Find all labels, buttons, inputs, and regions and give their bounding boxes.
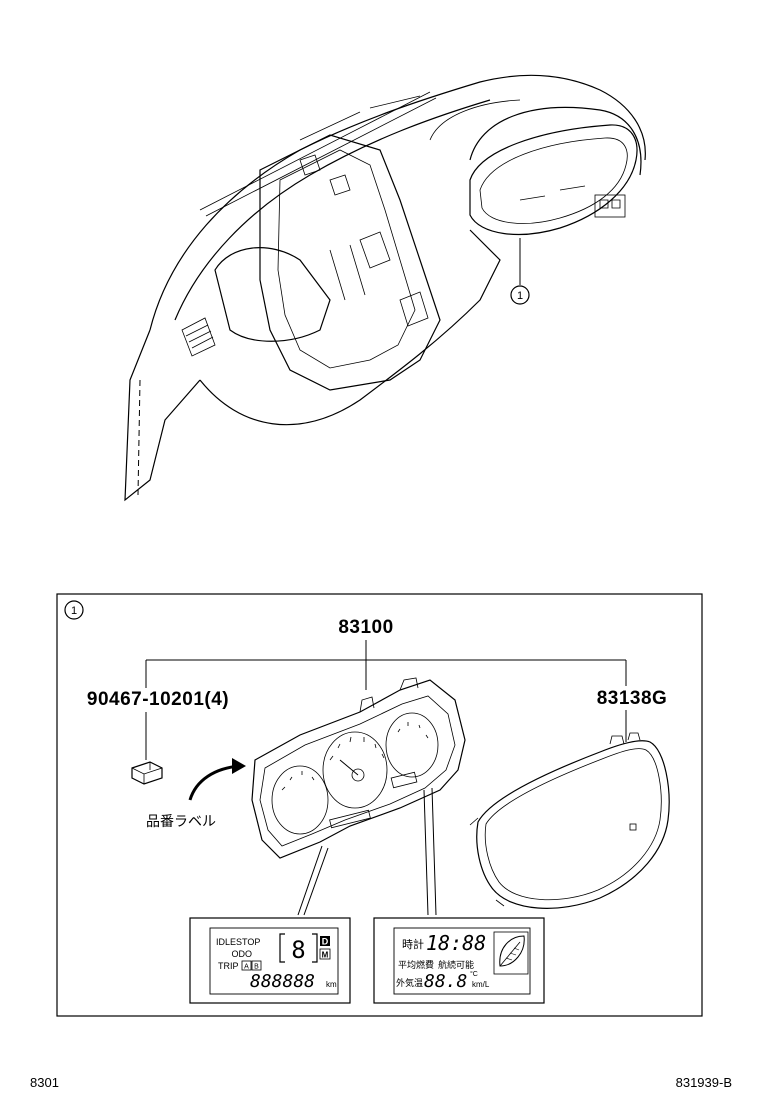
trip-a-box xyxy=(241,960,252,971)
part-number-83100: 83100 xyxy=(338,617,393,638)
gear-d-box xyxy=(320,936,330,946)
clock-digits: 18:88 xyxy=(426,931,486,955)
dashboard-illustration xyxy=(124,74,646,502)
combination-meter xyxy=(251,677,466,859)
gear-d-label: D xyxy=(322,937,329,947)
gear-bracket xyxy=(279,933,318,963)
footer-left-code: 8301 xyxy=(30,1075,59,1090)
inset-ref-circle xyxy=(64,600,84,620)
clock-label: 時計 xyxy=(402,937,424,951)
gear-m-label: M xyxy=(322,951,329,960)
part-label-note: 品番ラベル xyxy=(146,813,216,829)
trip-label: TRIP xyxy=(218,961,239,971)
part-number-83138g: 83138G xyxy=(597,688,668,709)
gear-m-box xyxy=(319,948,331,960)
callout-circle xyxy=(510,285,530,305)
trip-a-label: A xyxy=(244,964,249,971)
fuel-label: 平均燃費 xyxy=(398,959,434,970)
odometer-digits: 888888 xyxy=(250,971,315,992)
fuel-unit: km/L xyxy=(472,980,490,989)
display-leaders xyxy=(297,787,437,916)
curved-arrow-head xyxy=(232,758,246,774)
callout-number: 1 xyxy=(517,290,523,302)
display-detail-left xyxy=(189,917,351,1004)
eco-leaf-icon xyxy=(493,931,529,975)
part-number-bolt: 90467-10201(4) xyxy=(87,689,229,710)
odo-label: ODO xyxy=(231,949,252,959)
range-label: 航続可能 xyxy=(438,959,474,970)
trip-b-box xyxy=(251,960,262,971)
inset-ref-number: 1 xyxy=(71,605,77,617)
temp-label: 外気温 xyxy=(396,977,423,988)
clip-part xyxy=(131,761,163,785)
gear-digit: 8 xyxy=(291,936,305,964)
meter-glass-cover xyxy=(469,732,670,909)
odometer-unit: km xyxy=(326,980,337,989)
display-left-screen xyxy=(209,927,339,995)
trip-b-label: B xyxy=(254,964,259,971)
temp-unit: °C xyxy=(470,970,478,978)
display-right-screen xyxy=(393,927,531,995)
idle-stop-label: IDLESTOP xyxy=(216,937,260,947)
footer-right-code: 831939-B xyxy=(676,1075,732,1090)
leader-lines xyxy=(145,640,627,760)
inset-frame xyxy=(56,593,703,1017)
temp-digits: 88.8 xyxy=(424,971,467,992)
